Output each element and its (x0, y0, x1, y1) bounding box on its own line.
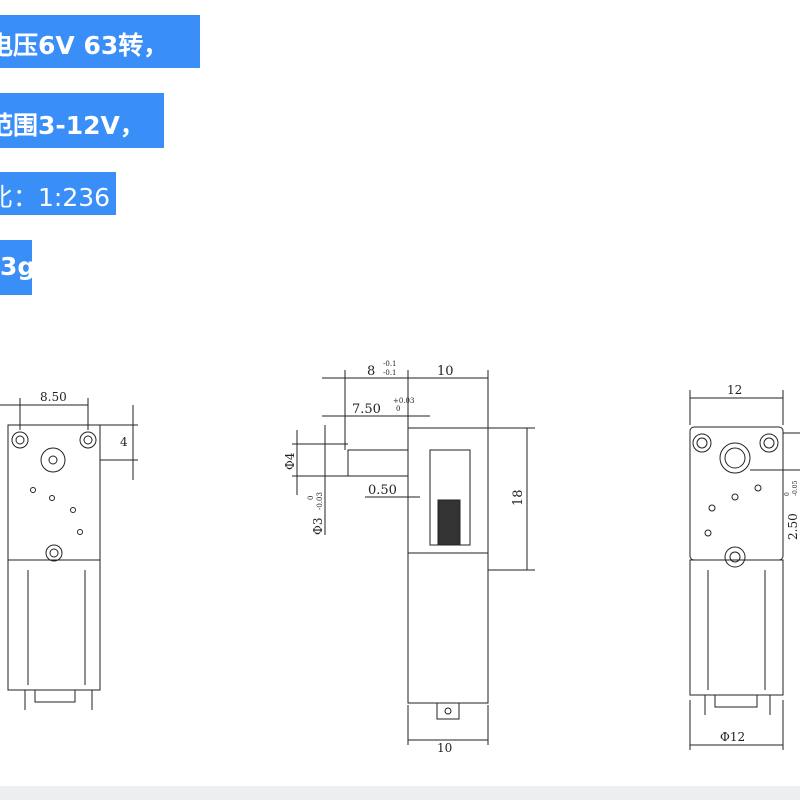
tol: 0 (307, 496, 315, 500)
tol: +0.03 (393, 397, 414, 405)
tol: -0.1 (383, 369, 397, 377)
motor-diameter-dim: Φ12 (720, 730, 745, 744)
bottom-strip (0, 786, 800, 800)
height-dim: 18 (511, 489, 526, 506)
flat-length-dim: 7.50 (352, 402, 381, 417)
flat-diameter-dim: Φ3 (311, 518, 325, 535)
spec-banner-voltage-speed: 电压6V 63转， (0, 15, 200, 68)
spec-banner-ratio: 比：1:236 (0, 172, 116, 215)
spec-banner-weight: 3g (0, 240, 32, 295)
spec-banner-voltage-range: 范围3-12V， (0, 93, 164, 148)
shaft-length-dim: 8 (367, 364, 375, 379)
motor-width-dim: 10 (437, 741, 452, 755)
front-height-dim: 4 (120, 435, 128, 449)
shaft-diameter-dim: Φ4 (283, 452, 297, 470)
tol: -0.1 (383, 360, 397, 368)
tol: -0.05 (792, 480, 799, 496)
tol: -0.03 (316, 492, 324, 510)
tol: 0 (396, 405, 400, 413)
spec-text: 3g (0, 252, 32, 281)
front-width-dim: 8.50 (40, 390, 67, 404)
spec-text: 比：1:236 (0, 183, 111, 212)
back-offset-dim: 2.50 (786, 513, 800, 540)
front-view: 8.50 4 (0, 390, 138, 710)
back-view: 12 2.50 0 -0.05 Φ12 (689, 383, 800, 750)
side-view: 8 -0.1 -0.1 10 7.50 +0.03 0 Φ4 Φ3 0 -0.0… (283, 360, 535, 755)
gearbox-width-dim: 10 (437, 364, 454, 379)
back-width-dim: 12 (727, 383, 742, 397)
spec-text: 电压6V 63转， (0, 31, 169, 60)
offset-dim: 0.50 (368, 483, 397, 498)
tol: 0 (784, 492, 791, 496)
spec-text: 范围3-12V， (0, 111, 145, 140)
